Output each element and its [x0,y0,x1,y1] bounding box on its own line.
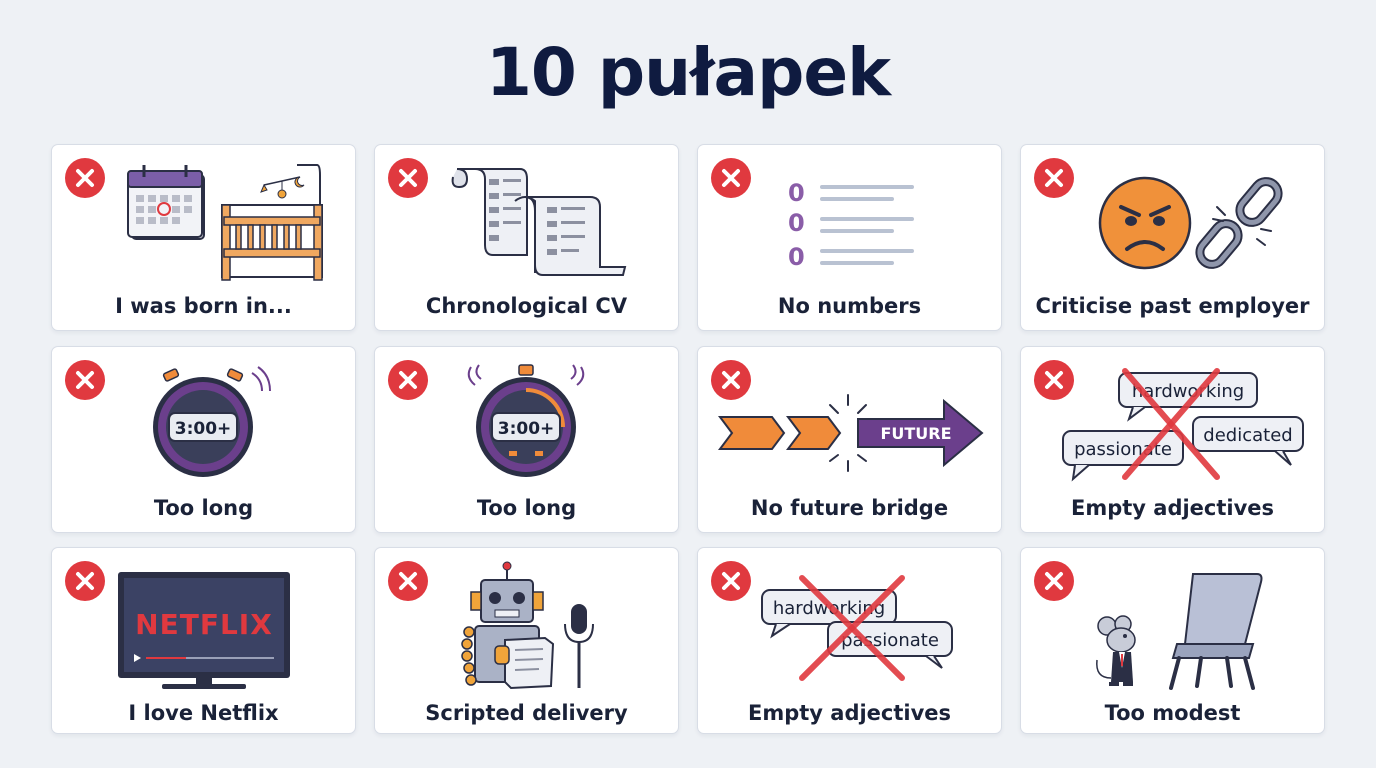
card-label: Too long [153,496,254,520]
card-label: Criticise past employer [1035,294,1310,318]
card-chronological-cv[interactable]: Chronological CV [374,144,679,331]
mouse-chair-icon [1096,573,1263,690]
card-empty-adjectives-1[interactable]: hardworking passionate dedicated Empty a… [1020,346,1325,533]
digit: 0 [788,209,805,237]
card-label: No future bridge [750,496,949,520]
stopwatch-icon: 3:00+ [467,364,585,477]
card-label: Empty adjectives [747,701,952,725]
card-i-love-netflix[interactable]: NETFLIX I love Netflix [51,547,356,734]
page-title: 10 pułapek [486,34,891,111]
card-label: I love Netflix [128,701,279,725]
list-zeros-icon: 0 0 0 [788,179,914,271]
card-too-modest[interactable]: Too modest [1020,547,1325,734]
card-no-future-bridge[interactable]: FUTURE No future bridge [697,346,1002,533]
card-label: Empty adjectives [1070,496,1275,520]
card-label: Chronological CV [425,294,628,318]
arrows-future-icon: FUTURE [718,394,984,472]
word: hardworking [1132,381,1244,402]
card-label: No numbers [777,294,922,318]
x-badge-icon [388,561,428,601]
x-badge-icon [388,360,428,400]
card-label: Too modest [1104,701,1241,725]
scroll-icon [451,168,627,276]
crossed-speech-bubbles-icon: hardworking passionate [761,575,953,681]
card-label: Too long [476,496,577,520]
tv-netflix-icon: NETFLIX [118,572,290,689]
card-too-long-2[interactable]: 3:00+ Too long [374,346,679,533]
card-label: Scripted delivery [425,701,628,725]
x-badge-icon [1034,360,1074,400]
card-born-in[interactable]: I was born in... [51,144,356,331]
x-badge-icon [65,158,105,198]
screen-text: NETFLIX [135,608,273,641]
digit: 0 [788,179,805,207]
word: dedicated [1203,425,1292,446]
card-empty-adjectives-2[interactable]: hardworking passionate Empty adjectives [697,547,1002,734]
x-badge-icon [1034,561,1074,601]
x-badge-icon [65,561,105,601]
timer-text: 3:00+ [175,419,232,439]
crossed-speech-bubbles-icon: hardworking passionate dedicated [1062,368,1304,482]
robot-microphone-icon [461,561,594,690]
angry-face-broken-chain-icon [1098,176,1283,270]
x-badge-icon [711,360,751,400]
card-no-numbers[interactable]: 0 0 0 No numbers [697,144,1002,331]
arrow-text: FUTURE [880,424,951,443]
x-badge-icon [711,158,751,198]
x-badge-icon [388,158,428,198]
x-badge-icon [711,561,751,601]
stopwatch-icon: 3:00+ [153,366,271,477]
card-criticise-employer[interactable]: Criticise past employer [1020,144,1325,331]
card-label: I was born in... [115,294,292,318]
timer-text: 3:00+ [498,419,555,439]
calendar-crib-icon [127,164,323,281]
card-scripted-delivery[interactable]: Scripted delivery [374,547,679,734]
x-badge-icon [65,360,105,400]
digit: 0 [788,243,805,271]
x-badge-icon [1034,158,1074,198]
card-too-long-1[interactable]: 3:00+ Too long [51,346,356,533]
